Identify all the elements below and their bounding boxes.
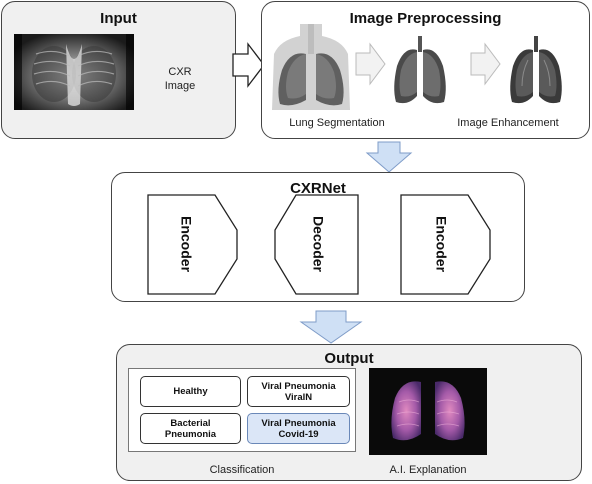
cxr-label-line2: Image xyxy=(164,80,196,92)
encoder-1-label: Encoder xyxy=(178,216,194,273)
segmented-lung-image xyxy=(272,24,350,110)
class-viral-pneumonia-covid19: Viral Pneumonia Covid-19 xyxy=(247,413,350,444)
input-title: Input xyxy=(100,10,137,27)
decoder-label: Decoder xyxy=(310,216,326,273)
arrow-preprocess-1 xyxy=(355,42,386,86)
output-title: Output xyxy=(324,350,374,367)
image-enhancement-label: Image Enhancement xyxy=(457,117,559,129)
enhanced-lung-image xyxy=(510,36,562,104)
ai-explanation-heatmap xyxy=(369,368,487,455)
arrow-input-to-preprocessing xyxy=(232,42,265,88)
cxrnet-title: CXRNet xyxy=(290,180,346,197)
encoder-block-2: Encoder xyxy=(400,194,491,295)
lung-segmentation-label: Lung Segmentation xyxy=(289,117,385,129)
input-panel: Input CXR Image xyxy=(1,1,236,139)
cxr-image xyxy=(14,34,134,110)
lung-image xyxy=(394,36,446,104)
class-healthy: Healthy xyxy=(140,376,241,407)
classification-label: Classification xyxy=(209,464,275,476)
encoder-block-1: Encoder xyxy=(147,194,238,295)
cxr-label-line1: CXR xyxy=(168,66,192,78)
class-bacterial-pneumonia: Bacterial Pneumonia xyxy=(140,413,241,444)
encoder-2-label: Encoder xyxy=(433,216,449,273)
arrow-preprocess-2 xyxy=(470,42,501,86)
arrow-down-to-output xyxy=(299,310,363,344)
decoder-block: Decoder xyxy=(274,194,359,295)
preprocessing-title: Image Preprocessing xyxy=(349,10,502,27)
arrow-down-to-cxrnet xyxy=(365,141,413,173)
class-viral-pneumonia-viraln: Viral Pneumonia ViralN xyxy=(247,376,350,407)
ai-explanation-label: A.I. Explanation xyxy=(389,464,467,476)
